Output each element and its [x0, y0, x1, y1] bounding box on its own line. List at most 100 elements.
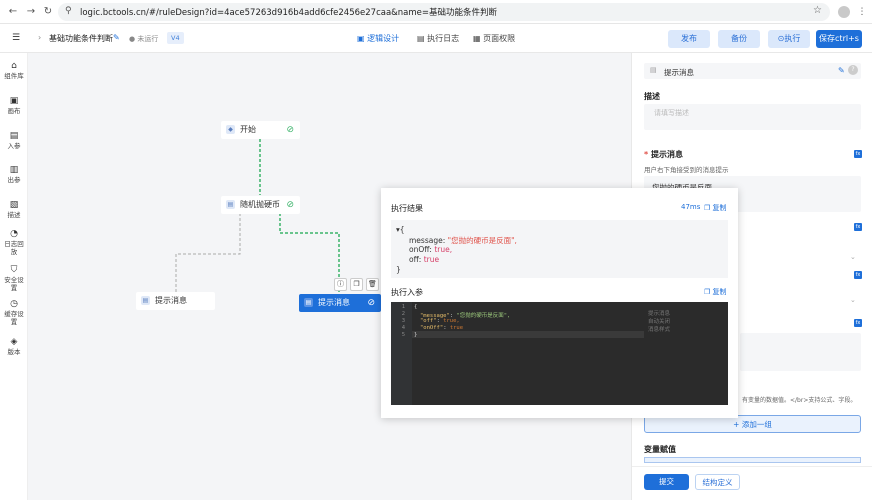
sidebar-item-label: 缓存设置	[4, 310, 24, 326]
cache-icon: ◷	[10, 299, 18, 309]
breadcrumb-chevron-icon: ›	[38, 33, 42, 42]
tab-label: 执行日志	[427, 34, 460, 43]
sidebar-item-output-params[interactable]: ▥ 出参	[0, 165, 28, 184]
result-json-view: ▾{ message: "您抛的硬币是反面", onOff: true, off…	[391, 220, 728, 278]
node-label: 提示消息	[155, 296, 187, 305]
browser-menu-icon[interactable]: ⋮	[857, 7, 867, 17]
url-text[interactable]: logic.bctools.cn/#/ruleDesign?id=4ace572…	[80, 8, 498, 18]
copy-label: 复制	[712, 204, 727, 212]
formula-icon[interactable]: fx	[854, 223, 862, 231]
description-input[interactable]: 请填写描述	[644, 104, 861, 130]
node-copy-icon[interactable]: ❐	[350, 278, 363, 291]
bookmark-star-icon[interactable]: ☆	[813, 5, 822, 16]
sidebar-item-security[interactable]: ⛉ 安全设置	[0, 265, 28, 292]
check-circle-icon: ⊘	[286, 125, 294, 135]
version-badge: V4	[167, 32, 184, 44]
sidebar-item-input-params[interactable]: ▤ 入参	[0, 131, 28, 150]
sidebar-item-log-replay[interactable]: ◔ 日志回放	[0, 229, 28, 256]
node-name-text: 提示消息	[664, 68, 694, 77]
sidebar-item-label: 描述	[7, 211, 21, 219]
help-icon[interactable]: ?	[848, 65, 858, 75]
sidebar-item-version[interactable]: ◈ 版本	[0, 337, 28, 356]
variable-assign-box[interactable]	[644, 457, 861, 463]
formula-icon[interactable]: fx	[854, 150, 862, 158]
message-node-icon: ▤	[141, 296, 150, 305]
chevron-down-icon[interactable]: ⌄	[850, 296, 856, 304]
permission-icon: ▦	[473, 34, 481, 43]
code-line: "onOff": true	[420, 325, 464, 331]
formula-icon[interactable]: fx	[854, 319, 862, 327]
node-label: 提示消息	[318, 298, 350, 307]
edit-name-icon[interactable]: ✎	[838, 66, 845, 75]
node-message-selected[interactable]: ▤ 提示消息 ⊘	[299, 294, 381, 312]
input-params-icon: ▤	[9, 131, 19, 141]
sidebar-item-label: 日志回放	[4, 240, 24, 256]
submit-button[interactable]: 提交	[644, 474, 689, 490]
variable-assign-label: 变量赋值	[644, 445, 676, 454]
line-number: 1	[401, 304, 405, 310]
sidebar-item-canvas[interactable]: ▣ 画布	[0, 96, 28, 115]
run-icon: ⊙	[777, 34, 785, 43]
node-delete-icon[interactable]: 🗑	[366, 278, 379, 291]
line-number: 2	[401, 311, 405, 317]
version-icon: ◈	[10, 337, 18, 347]
sidebar-item-label: 出参	[7, 176, 21, 184]
json-value: "您抛的硬币是反面",	[447, 236, 517, 245]
save-button[interactable]: 保存ctrl+s	[816, 30, 862, 48]
description-placeholder: 请填写描述	[654, 109, 689, 117]
formula-icon[interactable]: fx	[854, 271, 862, 279]
node-name-field[interactable]: ▤ 提示消息 ✎	[644, 63, 861, 79]
message-value: 您抛的硬币是反面	[652, 182, 712, 193]
edit-title-icon[interactable]: ✎	[113, 33, 120, 42]
tab-logic-design[interactable]: ▣ 逻辑设计	[357, 33, 399, 44]
app-header: ☰ › 基础功能条件判断 ✎ ● 未运行 V4 ▣ 逻辑设计 ▤ 执行日志 ▦ …	[0, 24, 872, 53]
code-value: true	[449, 325, 464, 331]
tab-page-permission[interactable]: ▦ 页面权限	[473, 33, 515, 44]
menu-icon[interactable]: ☰	[12, 33, 21, 43]
code-key: "off"	[420, 318, 437, 324]
struct-def-button[interactable]: 结构定义	[695, 474, 740, 490]
code-line: "message": "您抛的硬币是反面",	[420, 313, 511, 319]
add-group-button[interactable]: + 添加一组	[644, 415, 861, 433]
check-circle-icon: ⊘	[286, 200, 294, 210]
tab-label: 页面权限	[483, 34, 516, 43]
flow-canvas[interactable]: ◆ 开始 ⊘ ▤ 随机抛硬币 ⊘ ▤ 提示消息 ▤ 提示消息 ⊘ ⓘ ❐ 🗑	[28, 53, 631, 500]
json-key: message:	[409, 236, 446, 245]
params-code-editor[interactable]: 1 2 3 4 5 { "message": "您抛的硬币是反面", "off"…	[391, 302, 728, 405]
copy-label: 复制	[712, 288, 727, 296]
connector-coin-to-left	[175, 213, 241, 292]
forward-icon[interactable]: →	[26, 6, 36, 17]
formula-hint: 有变量的数据值。</br>支持公式、字段。	[742, 397, 857, 404]
node-start[interactable]: ◆ 开始 ⊘	[221, 121, 300, 139]
node-random-coin[interactable]: ▤ 随机抛硬币 ⊘	[221, 196, 300, 214]
sidebar-item-cache[interactable]: ◷ 缓存设置	[0, 299, 28, 326]
address-bar[interactable]: ⚲ logic.bctools.cn/#/ruleDesign?id=4ace5…	[58, 3, 830, 21]
code-key: "onOff"	[420, 325, 444, 331]
copy-result-link[interactable]: ❐ 复制	[704, 203, 727, 213]
chevron-down-icon[interactable]: ⌄	[850, 253, 856, 261]
node-message-left[interactable]: ▤ 提示消息	[136, 292, 215, 310]
tab-execution-log[interactable]: ▤ 执行日志	[417, 33, 459, 44]
browser-toolbar: ← → ↻ ⚲ logic.bctools.cn/#/ruleDesign?id…	[0, 0, 872, 24]
sidebar-item-description[interactable]: ▧ 描述	[0, 200, 28, 219]
copy-params-link[interactable]: ❐ 复制	[704, 287, 727, 297]
backup-button[interactable]: 备份	[718, 30, 760, 48]
collapse-toggle[interactable]: ▾{	[396, 225, 405, 234]
sidebar-item-components[interactable]: ⌂ 组件库	[0, 61, 28, 80]
message-label: * 提示消息	[644, 150, 683, 159]
left-sidebar: ⌂ 组件库 ▣ 画布 ▤ 入参 ▥ 出参 ▧ 描述 ◔ 日志回放 ⛉ 安全设置 …	[0, 53, 28, 500]
node-info-icon[interactable]: ⓘ	[334, 278, 347, 291]
log-icon: ▤	[417, 34, 425, 43]
reload-icon[interactable]: ↻	[43, 6, 53, 17]
back-icon[interactable]: ←	[8, 6, 18, 17]
tab-label: 逻辑设计	[367, 34, 400, 43]
extra-input[interactable]	[740, 333, 861, 371]
execution-result-popup: 执行结果 47ms ❐ 复制 ▾{ message: "您抛的硬币是反面", o…	[381, 188, 738, 418]
json-key: off:	[409, 255, 422, 264]
run-button[interactable]: ⊙执行	[768, 30, 810, 48]
line-number: 4	[401, 325, 405, 331]
profile-avatar[interactable]	[838, 6, 850, 18]
publish-button[interactable]: 发布	[668, 30, 710, 48]
description-label: 描述	[644, 92, 660, 101]
site-info-icon[interactable]: ⚲	[65, 6, 72, 16]
